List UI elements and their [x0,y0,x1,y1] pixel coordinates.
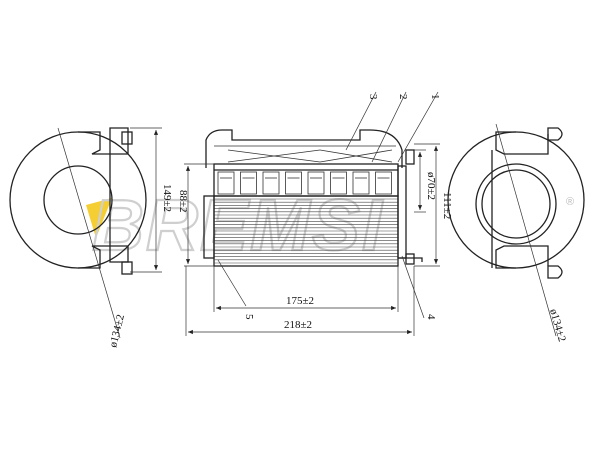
watermark-text: BREMSI [92,186,384,266]
support-cells [217,171,392,195]
right-foot [398,257,423,262]
support-cell [262,171,280,195]
right-end-plate [397,165,407,259]
center-side-view: 1 2 3 4 5 88±2 ø70±2 111±2 175±2 218±2 [177,91,453,336]
inner-diameter-label: ø70±2 [425,172,437,200]
right-tab-top [547,127,563,141]
brand-watermark: BREMSI ® [86,185,574,267]
right-ring-inner [481,169,551,239]
callout-2-leader [371,91,407,163]
right-outer-circle [447,131,585,269]
left-inner-circle [43,165,113,235]
support-cell [240,171,257,195]
center-height-label: 88±2 [177,190,189,213]
callout-3-leader [345,91,377,151]
callout-4: 4 [425,314,437,320]
left-tab-bottom [121,261,133,275]
left-diameter-label: ø134±2 [107,313,127,348]
left-height-label: 149±2 [161,184,173,212]
right-end-view: ø134±2 [447,123,585,344]
left-bracket [78,127,129,269]
support-cell [285,171,302,195]
right-bracket [495,131,549,269]
callout-3: 3 [367,94,379,100]
right-tab-bottom [547,265,563,279]
support-cell [352,171,370,195]
top-cap-outline [205,129,403,168]
callout-1: 1 [429,94,441,100]
right-clip-top [405,149,415,165]
support-cell [217,171,235,195]
outer-height-label: 111±2 [441,192,453,219]
callout-5: 5 [243,314,255,320]
support-cell [375,171,392,195]
left-collar [203,195,215,259]
pleat-lines [214,198,398,264]
right-diameter-label: ø134±2 [547,308,568,344]
right-ring-outer [475,163,557,245]
watermark-accent-mark [86,198,112,238]
right-diameter-line [495,123,557,337]
left-tab-top [121,131,133,145]
total-length-label: 218±2 [284,319,312,331]
support-cell [307,171,325,195]
cap-cross-d [319,149,393,163]
callout-2: 2 [397,94,409,100]
cap-cross-b [227,149,321,163]
callout-5-leader [217,259,247,307]
right-clip-bottom [405,253,415,265]
callout-4-leader [401,255,425,319]
callout-1-leader [397,91,439,163]
watermark-registered-mark: ® [566,196,574,208]
left-diameter-line [57,127,121,339]
inner-length-label: 175±2 [286,295,314,307]
support-cell [330,171,347,195]
